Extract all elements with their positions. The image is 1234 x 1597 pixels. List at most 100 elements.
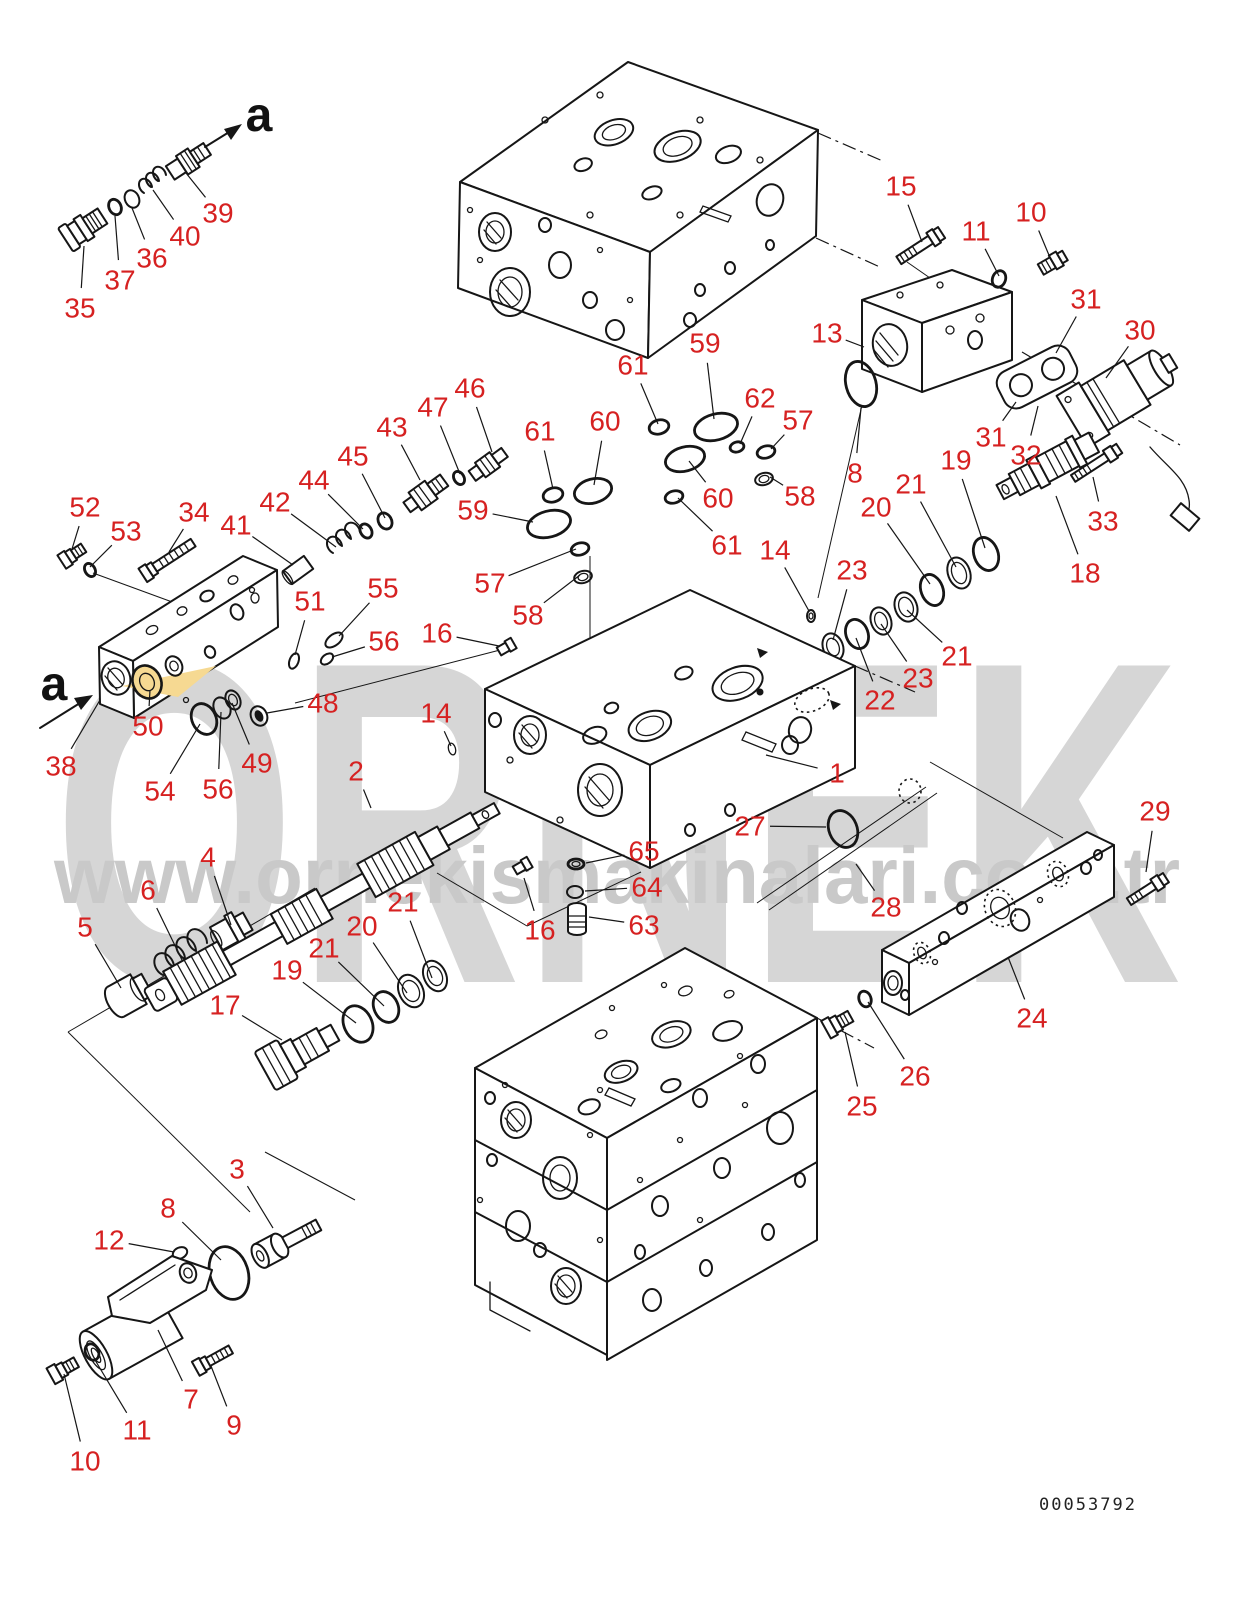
part-callout: 24 bbox=[1016, 1003, 1047, 1034]
leader-line bbox=[131, 207, 146, 240]
view-direction-arrow-left bbox=[39, 695, 93, 729]
leader-line bbox=[677, 497, 713, 532]
part-callout: 43 bbox=[376, 412, 407, 443]
plug-17-group bbox=[254, 959, 449, 1091]
part-callout: 20 bbox=[346, 911, 377, 942]
part-callout: 47 bbox=[417, 392, 448, 423]
leader-line bbox=[855, 863, 876, 891]
leader-line bbox=[856, 407, 862, 454]
part-callout: 7 bbox=[183, 1384, 199, 1415]
part-callout: 60 bbox=[589, 406, 620, 437]
part-callout: 34 bbox=[178, 497, 209, 528]
leader-line bbox=[372, 942, 408, 994]
leader-line bbox=[492, 513, 534, 523]
part-callout: 25 bbox=[846, 1091, 877, 1122]
part-callout: 16 bbox=[524, 915, 555, 946]
leader-line bbox=[543, 450, 554, 490]
part-callout: 28 bbox=[870, 892, 901, 923]
part-callout: 50 bbox=[132, 711, 163, 742]
leader-line bbox=[169, 723, 201, 775]
part-callout: 56 bbox=[202, 774, 233, 805]
leader-line bbox=[961, 478, 986, 549]
part-callout: 37 bbox=[104, 265, 135, 296]
part-callout: 39 bbox=[202, 198, 233, 229]
leader-line bbox=[252, 535, 294, 566]
leader-line bbox=[266, 705, 304, 714]
gasket-31 bbox=[995, 344, 1079, 410]
part-callout: 57 bbox=[782, 405, 813, 436]
oring-chain-right bbox=[821, 536, 1001, 662]
part-callout: 22 bbox=[864, 685, 895, 716]
main-spool bbox=[143, 802, 501, 1012]
view-direction-arrow bbox=[204, 124, 242, 148]
leader-line bbox=[94, 1359, 128, 1414]
leader-line bbox=[361, 473, 386, 519]
leader-line bbox=[588, 916, 625, 923]
view-letter-layer: aa bbox=[41, 89, 273, 711]
leader-line bbox=[241, 1014, 283, 1041]
view-label: a bbox=[246, 89, 273, 142]
leader-line bbox=[880, 623, 908, 662]
part-callout: 21 bbox=[941, 641, 972, 672]
leader-line bbox=[337, 961, 385, 1007]
leader-line bbox=[327, 493, 364, 530]
leader-line bbox=[294, 620, 306, 656]
part-callout: 54 bbox=[144, 776, 175, 807]
part-callout: 11 bbox=[961, 216, 990, 247]
leader-line bbox=[70, 699, 101, 750]
part-callout: 12 bbox=[93, 1225, 124, 1256]
part-callout: 48 bbox=[307, 688, 338, 719]
part-callout: 33 bbox=[1087, 506, 1118, 537]
part-callout: 58 bbox=[512, 600, 543, 631]
part-callout: 2 bbox=[348, 756, 364, 787]
part-callout: 59 bbox=[689, 328, 720, 359]
part-callout: 57 bbox=[474, 568, 505, 599]
leader-line bbox=[94, 943, 122, 989]
part-callout: 23 bbox=[902, 663, 933, 694]
left-valve-chain bbox=[56, 446, 518, 670]
part-callout: 5 bbox=[77, 912, 93, 943]
leader-line bbox=[80, 245, 85, 289]
part-callout: 59 bbox=[457, 495, 488, 526]
leader-line bbox=[1002, 401, 1017, 422]
part-callout: 63 bbox=[628, 910, 659, 941]
leader-line bbox=[290, 513, 337, 548]
leader-line bbox=[920, 501, 957, 568]
leader-line bbox=[585, 854, 625, 864]
leader-line bbox=[1055, 316, 1077, 354]
part-callout: 10 bbox=[1015, 197, 1046, 228]
leader-line bbox=[71, 525, 80, 550]
leader-line bbox=[157, 1329, 183, 1382]
part-callout: 56 bbox=[368, 626, 399, 657]
part-callout: 52 bbox=[69, 492, 100, 523]
leader-line bbox=[152, 189, 175, 220]
leader-line bbox=[362, 789, 372, 809]
part-callout: 4 bbox=[200, 842, 216, 873]
top-valve-block bbox=[457, 61, 819, 359]
part-callout: 61 bbox=[524, 416, 555, 447]
part-callout: 26 bbox=[899, 1061, 930, 1092]
part-callout: 19 bbox=[271, 955, 302, 986]
leader-line bbox=[475, 406, 493, 453]
bottom-valve-block bbox=[474, 947, 818, 1361]
part-callout: 13 bbox=[811, 318, 842, 349]
leader-line bbox=[640, 383, 659, 425]
leader-line bbox=[1038, 230, 1052, 261]
part-callout: 40 bbox=[169, 221, 200, 252]
leader-line bbox=[584, 887, 628, 892]
leader-line bbox=[213, 875, 232, 926]
leader-line bbox=[855, 637, 874, 682]
leader-line bbox=[770, 434, 785, 450]
part-callout: 51 bbox=[294, 586, 325, 617]
solenoid-7-group bbox=[45, 1218, 323, 1386]
part-callout: 36 bbox=[136, 243, 167, 274]
part-callout: 21 bbox=[387, 887, 418, 918]
part-callout: 41 bbox=[220, 510, 251, 541]
leader-line bbox=[443, 730, 452, 747]
part-callout: 29 bbox=[1139, 796, 1170, 827]
part-callout: 19 bbox=[940, 445, 971, 476]
leader-line bbox=[156, 907, 183, 961]
leader-line bbox=[784, 567, 810, 612]
part-callout: 45 bbox=[337, 441, 368, 472]
